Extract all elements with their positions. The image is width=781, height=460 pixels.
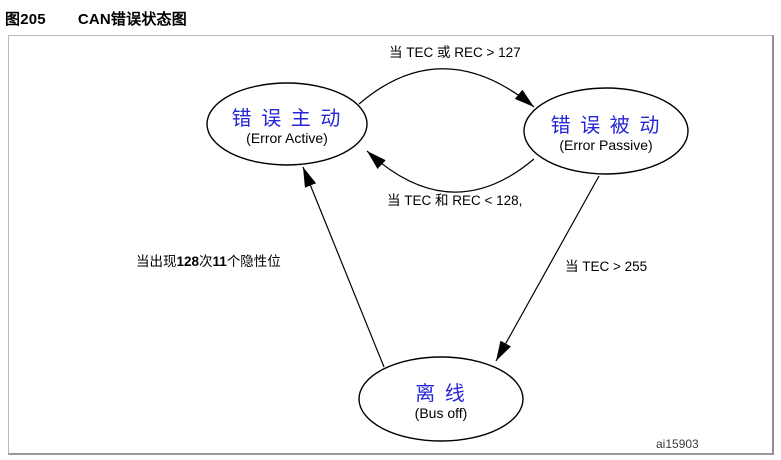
label-busoff-to-active: 当出现128次11个隐性位 [136, 254, 281, 269]
label-part-bold: 128 [177, 254, 200, 269]
state-error-passive-label-zh: 错 误 被 动 [551, 114, 662, 137]
state-error-passive [523, 87, 689, 175]
state-bus-off [358, 356, 524, 442]
state-error-active-label-en: (Error Active) [246, 130, 328, 146]
figure-number: 图205 [5, 11, 46, 28]
figure-caption: 图205 CAN错误状态图 [5, 8, 781, 29]
state-error-passive-label-en: (Error Passive) [559, 137, 652, 153]
label-part-bold: 11 [213, 254, 228, 269]
state-bus-off-label-en: (Bus off) [415, 405, 468, 421]
figure-name: CAN错误状态图 [77, 11, 187, 28]
figure-id-watermark: ai15903 [656, 437, 699, 451]
state-error-active [206, 82, 368, 166]
label-active-to-passive: 当 TEC 或 REC > 127 [389, 45, 521, 60]
arrow-passive-to-active [366, 150, 535, 193]
figure-frame: 当 TEC 或 REC > 127 当 TEC 和 REC < 128, 当 T… [8, 35, 774, 455]
label-part: 次 [199, 254, 213, 269]
arrow-busoff-to-active [302, 166, 385, 368]
arrow-active-to-passive [358, 68, 535, 108]
state-bus-off-label-zh: 离 线 [415, 382, 467, 405]
label-passive-to-active: 当 TEC 和 REC < 128, [387, 193, 522, 208]
label-part: 个隐性位 [227, 254, 281, 269]
label-passive-to-busoff: 当 TEC > 255 [565, 259, 647, 274]
state-error-active-label-zh: 错 误 主 动 [232, 107, 343, 130]
can-error-state-diagram: 当 TEC 或 REC > 127 当 TEC 和 REC < 128, 当 T… [136, 45, 699, 451]
arrow-passive-to-busoff [495, 175, 600, 362]
label-part: 当出现 [136, 254, 177, 269]
